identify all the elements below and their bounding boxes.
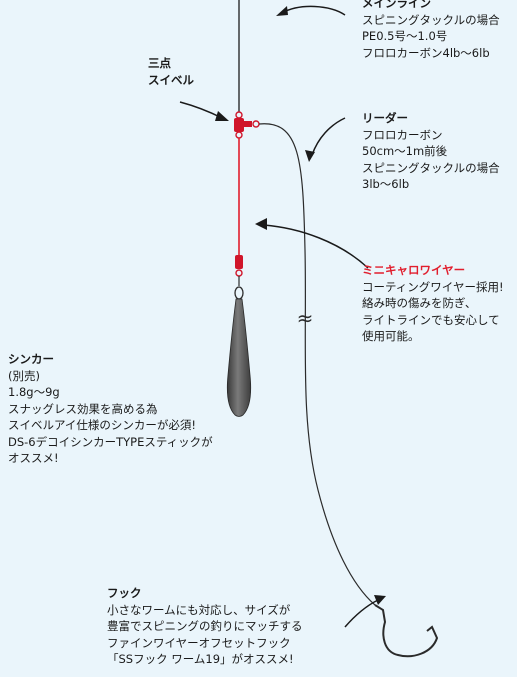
mini-wire-text-3: ライトラインでも安心して [362,312,500,327]
arrow-leader [311,117,346,156]
sinker-title-suffix: (別売) [8,368,40,383]
line-break-symbol: ≈ [297,306,314,330]
sinker-text-2: スナッグレス効果を高める為 [8,401,158,416]
sinker-text-1: 1.8g〜9g [8,385,60,399]
mini-wire-text-1: コーティングワイヤー採用! [362,279,504,294]
mini-wire-label: ミニキャロワイヤー コーティングワイヤー採用! 絡み時の傷みを防ぎ、 ライトライ… [362,262,504,345]
sinker-text-3: スイベルアイ仕様のシンカーが必須! [8,418,197,432]
leader-label: リーダー フロロカーボン 50cm〜1m前後 スピニングタックルの場合 3lb〜… [362,110,500,193]
three-way-swivel [234,111,260,139]
leader-line [258,123,376,606]
sinker [226,298,252,417]
mini-wire-title: ミニキャロワイヤー [362,263,466,277]
sinker-title: シンカー [8,352,54,366]
leader-title: リーダー [362,111,408,125]
mini-wire-text-4: 使用可能。 [362,329,420,343]
pointer-arrows [179,5,386,628]
hook-label: フック 小さなワームにも対応し、サイズが 豊富でスピニングの釣りにマッチする フ… [107,585,303,668]
leader-text-1: フロロカーボン [362,127,443,142]
sinker-text-5: オススメ! [8,451,59,465]
hook-text-3: ファインワイヤーオフセットフック [107,635,291,650]
hook [374,604,439,658]
arrow-hook [344,599,379,628]
sinker-text-4: DS-6デコイシンカーTYPEスティックが [8,434,213,449]
leader-text-2: 50cm〜1m前後 [362,144,448,158]
leader-text-4: 3lb〜6lb [362,177,410,191]
leader-text-3: スピニングタックルの場合 [362,160,500,175]
lower-swivel [234,255,244,300]
swivel-text-1: 三点 [148,56,171,70]
arrow-mini-wire [263,224,369,269]
swivel-label: 三点 スイベル [148,55,194,88]
main-line-title: メインライン [362,0,431,10]
main-line-text-1: スピニングタックルの場合 [362,12,500,27]
main-line-text-2: PE0.5号〜1.0号 [362,29,448,43]
arrow-main-line [281,5,346,16]
swivel-text-2: スイベル [148,72,194,87]
mini-wire-text-2: 絡み時の傷みを防ぎ、 [362,296,477,310]
arrow-swivel [179,101,223,119]
hook-text-1: 小さなワームにも対応し、サイズが [107,602,291,617]
hook-text-4: 「SSフック ワーム19」がオススメ! [107,652,294,666]
main-line-text-3: フロロカーボン4lb〜6lb [362,45,490,60]
main-line-label: メインライン スピニングタックルの場合 PE0.5号〜1.0号 フロロカーボン4… [362,0,500,61]
hook-text-2: 豊富でスピニングの釣りにマッチする [107,619,303,633]
hook-title: フック [107,586,142,600]
sinker-label: シンカー (別売) 1.8g〜9g スナッグレス効果を高める為 スイベルアイ仕様の… [8,351,213,467]
